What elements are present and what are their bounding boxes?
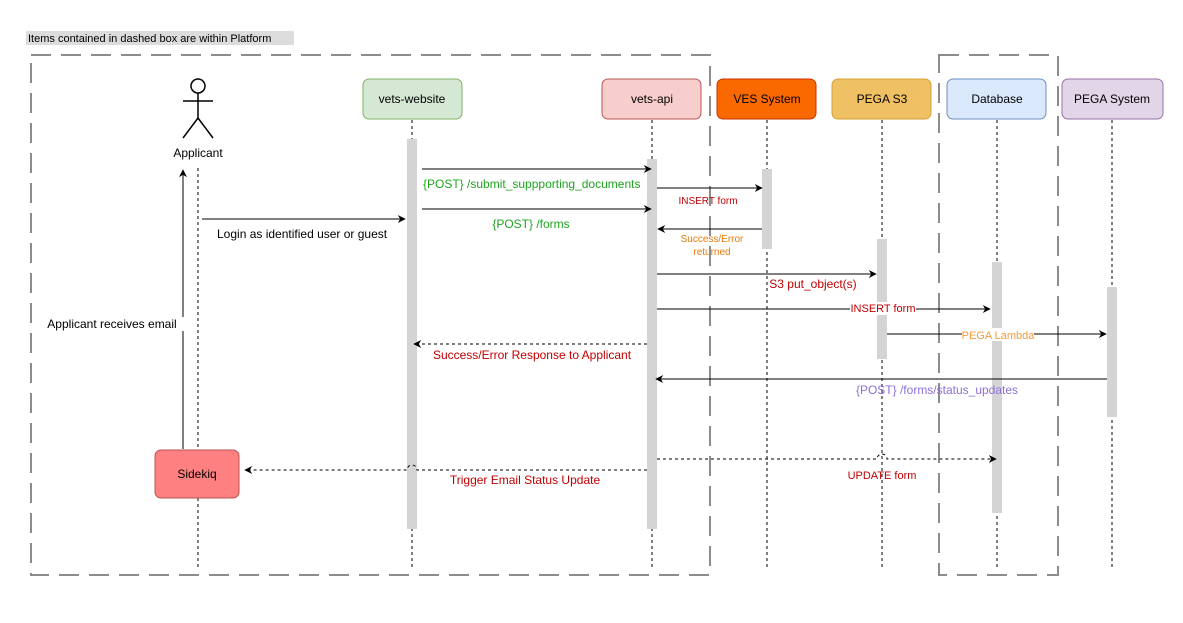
ves-system-activation <box>762 169 772 249</box>
status-updates-label: {POST} /forms/status_updates <box>856 383 1018 397</box>
insert-db-label-bg <box>850 302 916 315</box>
platform-boundary-database <box>938 54 1059 576</box>
pega-s3-activation <box>877 239 887 359</box>
participant-label: Database <box>971 92 1023 106</box>
response-applicant-label: Success/Error Response to Applicant <box>433 348 632 362</box>
platform-note-background <box>26 31 294 45</box>
update-form-arrow <box>657 453 997 463</box>
receives-email-label: Applicant receives email <box>47 317 176 331</box>
participant-ves-system: VES System <box>716 78 817 120</box>
participant-pega-s3: PEGA S3 <box>831 78 932 120</box>
update-form-label: UPDATE form <box>848 470 917 482</box>
participant-label: vets-website <box>379 92 446 106</box>
participant-pega-system: PEGA System <box>1061 78 1164 120</box>
platform-note: Items contained in dashed box are within… <box>28 33 271 45</box>
participant-label: vets-api <box>631 92 673 106</box>
insert-ves-label: INSERT form <box>678 196 737 207</box>
participant-label: PEGA S3 <box>857 92 908 106</box>
participant-sidekiq: Sidekiq <box>154 449 240 499</box>
participant-label: PEGA System <box>1074 92 1150 106</box>
vets-api-activation <box>647 159 657 529</box>
participant-vets-api: vets-api <box>601 78 702 120</box>
pega-system-activation <box>1107 287 1117 417</box>
stick-figure-actor-icon <box>182 78 214 139</box>
participant-label: Sidekiq <box>177 467 216 481</box>
s3-put-label: S3 put_object(s) <box>769 277 856 291</box>
trigger-email-arrow <box>244 464 647 474</box>
login-label: Login as identified user or guest <box>217 227 388 241</box>
platform-boundary-left <box>30 54 711 576</box>
database-activation <box>992 262 1002 513</box>
pega-lambda-label: PEGA Lambda <box>962 330 1036 342</box>
success-returned-label: Success/Error returned <box>681 234 744 258</box>
participant-vets-website: vets-website <box>362 78 463 120</box>
trigger-email-label: Trigger Email Status Update <box>450 473 601 487</box>
participant-label: VES System <box>733 92 800 106</box>
post-forms-label: {POST} /forms <box>492 217 569 231</box>
participant-database: Database <box>946 78 1047 120</box>
vets-website-activation <box>407 139 417 529</box>
success-returned-line: returned <box>693 247 730 258</box>
receives-email-label-bg <box>44 317 184 331</box>
applicant-label: Applicant <box>173 146 223 160</box>
insert-db-arrow <box>657 303 991 313</box>
insert-db-label: INSERT form <box>851 303 916 315</box>
submit-docs-label: {POST} /submit_suppporting_documents <box>423 177 640 191</box>
success-returned-line: Success/Error <box>681 234 744 245</box>
pega-lambda-label-bg <box>962 328 1034 341</box>
